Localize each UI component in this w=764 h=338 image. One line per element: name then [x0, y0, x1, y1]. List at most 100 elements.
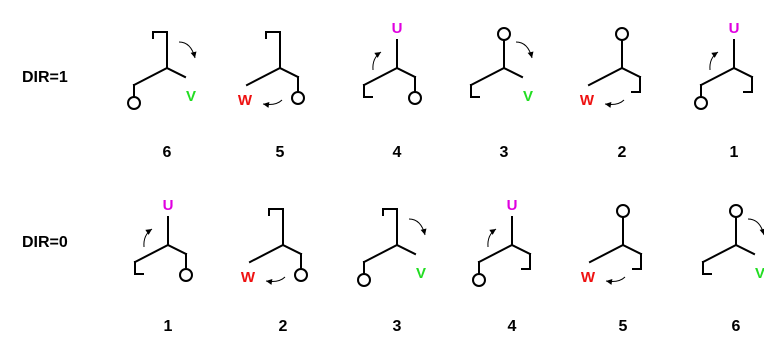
arrow-arc: [178, 41, 196, 59]
rotation-arrow: [143, 228, 153, 248]
winding-right: [395, 243, 417, 256]
step-number: 1: [164, 318, 173, 335]
terminal-circle: [694, 96, 708, 110]
arrow-head: [527, 51, 534, 58]
winding-left: [587, 66, 624, 87]
winding-right: [278, 66, 300, 79]
terminal-circle: [615, 27, 629, 41]
winding-left: [362, 66, 399, 87]
phase-label: W: [580, 92, 595, 109]
step-number: 5: [619, 318, 628, 335]
step-symbol: 5W: [238, 31, 305, 161]
terminal-circle: [497, 27, 511, 41]
terminal-circle: [357, 273, 371, 287]
terminal-hook: [265, 31, 281, 41]
step-number: 4: [508, 318, 517, 335]
phase-label: V: [416, 265, 426, 282]
arrow-head: [266, 278, 273, 285]
winding-left: [588, 243, 625, 264]
step-number: 3: [393, 318, 402, 335]
terminal-circle: [472, 273, 486, 287]
step-number: 2: [618, 144, 627, 161]
arrow-head: [605, 101, 612, 108]
step-number: 3: [500, 144, 509, 161]
winding-right: [281, 243, 303, 256]
terminal-circle: [729, 204, 743, 218]
terminal-hook: [152, 31, 168, 41]
step-symbol: 6V: [701, 204, 764, 335]
rotation-arrow: [604, 99, 625, 108]
rotation-arrow: [178, 41, 197, 59]
phase-label: W: [581, 269, 596, 286]
phase-label: U: [392, 20, 403, 37]
winding-left: [362, 243, 399, 264]
step-number: 2: [279, 318, 288, 335]
step-symbol: 2W: [241, 208, 308, 335]
step-symbol: 2W: [580, 27, 642, 161]
winding-right: [166, 243, 188, 256]
phase-label: V: [186, 88, 196, 105]
winding-right: [395, 66, 417, 79]
winding-right: [510, 243, 532, 256]
step-number: 1: [730, 144, 739, 161]
row-label-dir1: DIR=1: [22, 69, 68, 86]
rotation-arrow: [709, 51, 719, 71]
terminal-circle: [127, 96, 141, 110]
winding-right: [620, 66, 642, 79]
step-number: 6: [163, 144, 172, 161]
step-number: 5: [276, 144, 285, 161]
arrow-head: [374, 52, 381, 58]
arrow-head: [190, 51, 197, 58]
arrow-head: [489, 229, 496, 235]
winding-left: [132, 66, 169, 87]
rotation-arrow: [487, 228, 497, 248]
step-symbol: 3V: [469, 27, 534, 161]
arrow-head: [145, 229, 152, 235]
terminal-circle: [616, 204, 630, 218]
step-symbol: 1U: [694, 20, 754, 161]
phase-label: W: [241, 269, 256, 286]
step-number: 6: [732, 318, 741, 335]
phase-label: U: [163, 197, 174, 214]
terminal-circle: [291, 91, 305, 105]
rotation-arrow: [372, 51, 382, 71]
arrow-head: [711, 52, 718, 58]
winding-left: [133, 243, 170, 264]
rotation-arrow: [605, 276, 626, 285]
arrow-arc: [408, 218, 426, 236]
winding-left: [701, 243, 738, 264]
phase-label: V: [755, 265, 764, 282]
winding-left: [477, 243, 514, 264]
phase-label: U: [507, 197, 518, 214]
step-symbol: 3V: [357, 208, 427, 335]
step-symbol: 6V: [127, 31, 197, 161]
terminal-hook: [268, 208, 284, 218]
rotation-arrow: [515, 41, 534, 59]
rotation-arrow: [747, 218, 764, 236]
row-label-dir0: DIR=0: [22, 234, 68, 251]
step-symbol: 5W: [581, 204, 643, 335]
winding-right: [732, 66, 754, 79]
winding-right: [734, 243, 756, 256]
arrow-head: [759, 228, 764, 235]
phase-label: W: [238, 92, 253, 109]
winding-left: [469, 66, 506, 87]
winding-right: [165, 66, 187, 79]
winding-left: [245, 66, 282, 87]
terminal-circle: [294, 268, 308, 282]
arrow-head: [263, 101, 270, 108]
step-number: 4: [393, 144, 402, 161]
rotation-arrow: [262, 99, 283, 108]
arrow-head: [420, 228, 427, 235]
winding-left: [248, 243, 285, 264]
winding-right: [621, 243, 643, 256]
rotation-arrow: [408, 218, 427, 236]
step-symbol: 4U: [472, 197, 532, 335]
terminal-circle: [408, 91, 422, 105]
arrow-arc: [747, 218, 764, 236]
rotation-arrow: [265, 276, 286, 285]
phase-label: V: [523, 88, 533, 105]
